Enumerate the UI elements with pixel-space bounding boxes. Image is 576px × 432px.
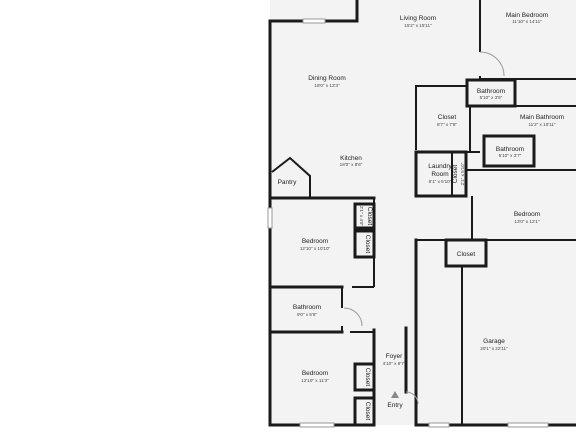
dining-room-dims: 18'0" x 13'3" xyxy=(314,83,340,88)
main-bedroom-label: Main Bedroom xyxy=(506,12,548,19)
living-room-label: Living Room xyxy=(400,15,436,22)
bedroom-2-label: Bedroom xyxy=(302,370,328,377)
closet-right-label: Closet xyxy=(457,251,476,258)
bathroom-left-label: Bathroom xyxy=(293,304,321,311)
dining-room-label: Dining Room xyxy=(308,75,346,82)
foyer-dims: 4'10" x 6'7" xyxy=(383,361,406,366)
main-bathroom-label: Main Bathroom xyxy=(520,114,564,121)
bathroom-left-dims: 9'0" x 5'6" xyxy=(297,312,317,317)
door-arcs xyxy=(343,51,505,405)
interior-walls xyxy=(268,0,576,427)
main-bedroom-dims: 11'10" x 14'11" xyxy=(512,19,542,24)
laundry-room-label-line1: Laundry xyxy=(428,163,452,170)
floor-area xyxy=(270,0,576,425)
pantry-label: Pantry xyxy=(278,179,298,186)
closet-bed1-small-dims: 2'1" x 4'9" xyxy=(359,206,364,226)
bedroom-1-label: Bedroom xyxy=(302,238,328,245)
laundry-room-dims: 6'1" x 5'10" xyxy=(429,179,452,184)
bedroom-right-dims: 13'0" x 12'1" xyxy=(514,219,540,224)
bathroom-mid-label: Bathroom xyxy=(496,146,524,153)
closet-laundry-label: Closet xyxy=(452,165,459,184)
closet-bed1-small-label: Closet xyxy=(366,207,373,226)
bedroom-2-dims: 12'10" x 11'3" xyxy=(301,378,329,383)
bathroom-mid-dims: 5'10" x 3'7" xyxy=(499,153,522,158)
entry-arrow-icon xyxy=(391,391,399,398)
entry-label: Entry xyxy=(387,402,403,409)
garage-dims: 20'1" x 22'11" xyxy=(480,346,508,351)
kitchen-dims: 18'0" x 8'6" xyxy=(340,162,363,167)
closet-laundry-dims: 2'1" x 5'10" xyxy=(460,162,465,185)
bathroom-top-dims: 5'10" x 3'5" xyxy=(480,95,503,100)
laundry-room-label-line2: Room xyxy=(431,171,448,178)
foyer-label: Foyer xyxy=(386,353,403,360)
closet-bed2-b-label: Closet xyxy=(364,402,371,421)
garage-label: Garage xyxy=(483,338,505,345)
closet-bed1-label: Closet xyxy=(364,235,371,254)
living-room-dims: 15'2" x 15'11" xyxy=(404,23,432,28)
kitchen-label: Kitchen xyxy=(340,155,362,162)
closet-main-dims: 8'7" x 7'8" xyxy=(437,122,457,127)
bedroom-right-label: Bedroom xyxy=(514,211,540,218)
main-bathroom-dims: 11'2" x 10'11" xyxy=(528,122,555,127)
windows xyxy=(267,18,549,428)
closet-bed2-a-label: Closet xyxy=(364,368,371,387)
bedroom-1-dims: 12'10" x 10'10" xyxy=(300,246,331,251)
closet-main-label: Closet xyxy=(438,114,457,121)
bathroom-top-label: Bathroom xyxy=(477,88,505,95)
